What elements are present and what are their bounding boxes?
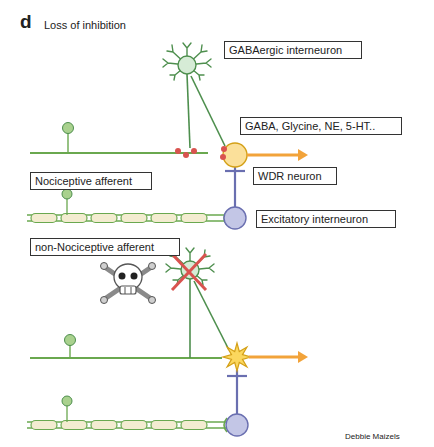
box-text: Nociceptive afferent <box>35 174 147 188</box>
label-box: WDR neuron <box>253 167 337 185</box>
label-box: GABA, Glycine, NE, 5-HT.. <box>240 117 402 135</box>
box-text: Excitatory interneuron <box>261 212 391 226</box>
panel-letter: d <box>20 11 32 33</box>
label-box: non-Nociceptive afferent <box>30 238 180 256</box>
label-box: Excitatory interneuron <box>256 210 396 228</box>
label-box: GABAergic interneuron <box>224 41 362 59</box>
label-box: Nociceptive afferent <box>30 172 152 190</box>
box-text: GABA, Glycine, NE, 5-HT.. <box>245 119 397 133</box>
box-text: non-Nociceptive afferent <box>35 240 175 254</box>
box-text: GABAergic interneuron <box>229 43 357 57</box>
credit-text: Debbie Maizels <box>345 432 400 441</box>
panel-title: Loss of inhibition <box>44 19 126 31</box>
box-text: WDR neuron <box>258 169 332 183</box>
bottom-panel <box>27 248 308 436</box>
top-panel <box>27 43 308 229</box>
skull-symbol <box>101 263 156 304</box>
